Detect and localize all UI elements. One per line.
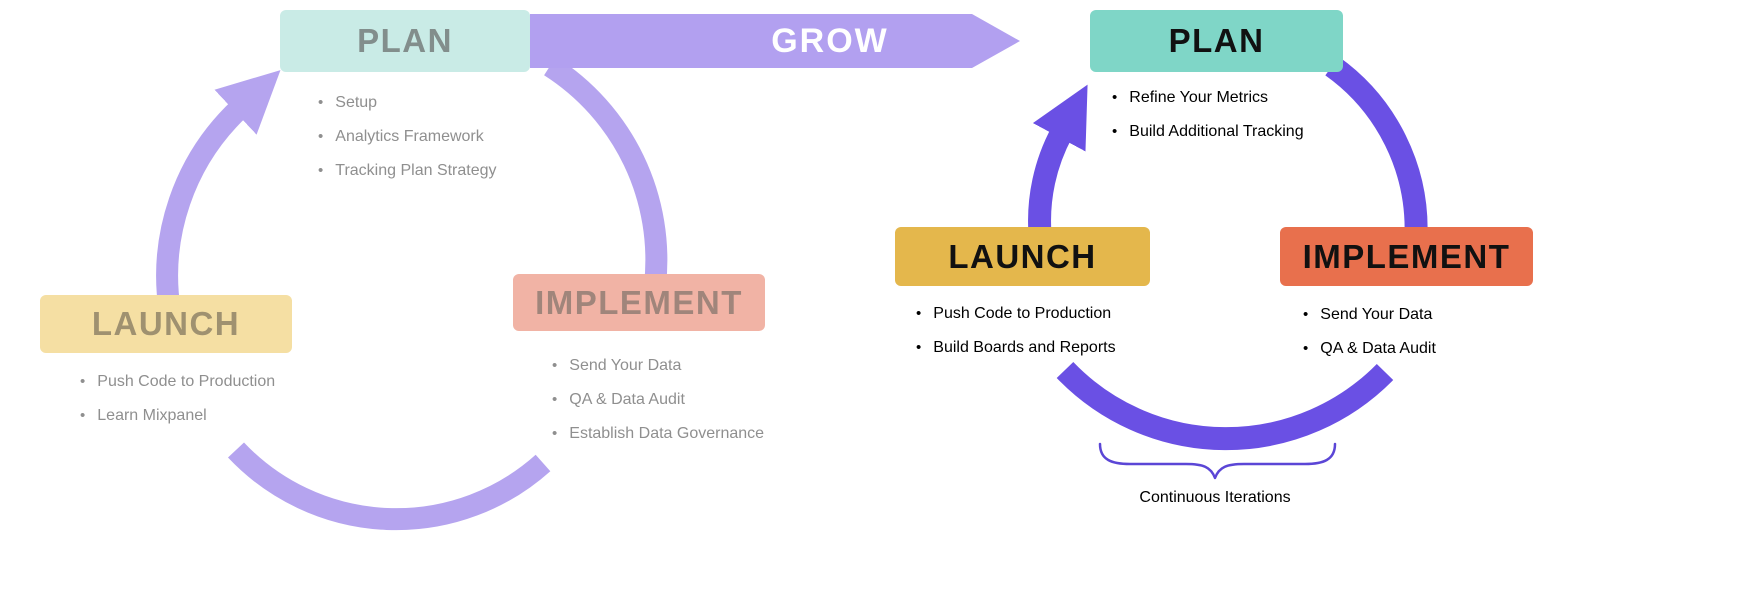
list-item: Build Additional Tracking (1112, 123, 1303, 140)
list-item: Send Your Data (552, 357, 764, 374)
left-plan-list: Setup Analytics Framework Tracking Plan … (318, 94, 497, 196)
left-launch-list: Push Code to Production Learn Mixpanel (80, 373, 275, 441)
left-plan-label: PLAN (357, 22, 453, 59)
grow-arrow: GROW (530, 14, 1020, 68)
list-item: Send Your Data (1303, 306, 1436, 323)
right-implement-list: Send Your Data QA & Data Audit (1303, 306, 1436, 374)
left-plan-box: PLAN (280, 10, 530, 72)
left-arc-plan-to-implement (544, 56, 668, 287)
left-launch-label: LAUNCH (91, 305, 241, 342)
continuous-iterations-brace (1098, 442, 1337, 480)
continuous-iterations-caption: Continuous Iterations (1139, 489, 1291, 506)
right-arc-launch-to-plan-arrow (1028, 84, 1088, 235)
right-plan-list: Refine Your Metrics Build Additional Tra… (1112, 89, 1304, 157)
left-arc-implement-to-launch (227, 442, 551, 531)
list-item: Tracking Plan Strategy (318, 162, 496, 179)
right-plan-box: PLAN (1090, 10, 1343, 72)
right-launch-list: Push Code to Production Build Boards and… (916, 305, 1116, 373)
right-launch-box: LAUNCH (895, 227, 1150, 286)
list-item: Learn Mixpanel (80, 407, 275, 424)
right-arc-plan-to-implement (1325, 56, 1428, 237)
list-item: Setup (318, 94, 497, 111)
right-implement-label: IMPLEMENT (1302, 237, 1511, 275)
right-arc-implement-to-launch (1056, 362, 1394, 451)
list-item: QA & Data Audit (552, 391, 764, 408)
grow-label: GROW (771, 21, 889, 60)
list-item: Establish Data Governance (552, 425, 764, 442)
list-item: Refine Your Metrics (1112, 89, 1304, 106)
list-item: Build Boards and Reports (916, 339, 1115, 356)
list-item: Push Code to Production (80, 373, 275, 390)
list-item: QA & Data Audit (1303, 340, 1436, 357)
left-implement-list: Send Your Data QA & Data Audit Establish… (552, 357, 764, 459)
left-arc-launch-to-plan-arrow (156, 70, 281, 314)
right-implement-box: IMPLEMENT (1280, 227, 1533, 286)
left-implement-box: IMPLEMENT (513, 274, 765, 331)
list-item: Analytics Framework (318, 128, 497, 145)
left-implement-label: IMPLEMENT (535, 283, 743, 321)
left-launch-box: LAUNCH (40, 295, 292, 353)
list-item: Push Code to Production (916, 305, 1116, 322)
right-launch-label: LAUNCH (948, 237, 1097, 275)
right-plan-label: PLAN (1168, 22, 1265, 59)
